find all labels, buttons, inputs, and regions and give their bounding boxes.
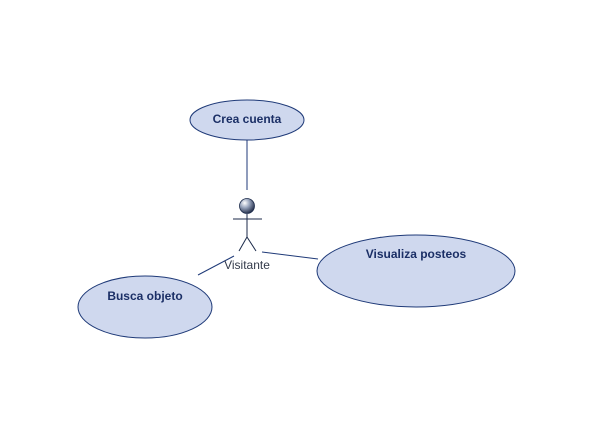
association-visualiza-posteos	[261, 251, 319, 260]
actor-head-icon	[239, 198, 255, 214]
use-case-label: Busca objeto	[107, 289, 182, 303]
use-case-busca-objeto[interactable]: Busca objeto	[77, 275, 213, 339]
use-case-ellipse	[316, 234, 516, 308]
use-case-label: Visualiza posteos	[366, 247, 467, 261]
association-busca-objeto	[197, 255, 235, 276]
use-case-ellipse	[77, 275, 213, 339]
use-case-ellipse	[189, 99, 305, 141]
actor-label: Visitante	[224, 258, 270, 272]
actor-visitante[interactable]: Visitante	[224, 198, 270, 273]
actor-right-leg	[246, 236, 257, 252]
use-case-label: Crea cuenta	[213, 112, 282, 126]
use-case-visualiza-posteos[interactable]: Visualiza posteos	[316, 234, 516, 308]
actor-left-leg	[238, 236, 248, 252]
use-case-crea-cuenta[interactable]: Crea cuenta	[189, 99, 305, 141]
